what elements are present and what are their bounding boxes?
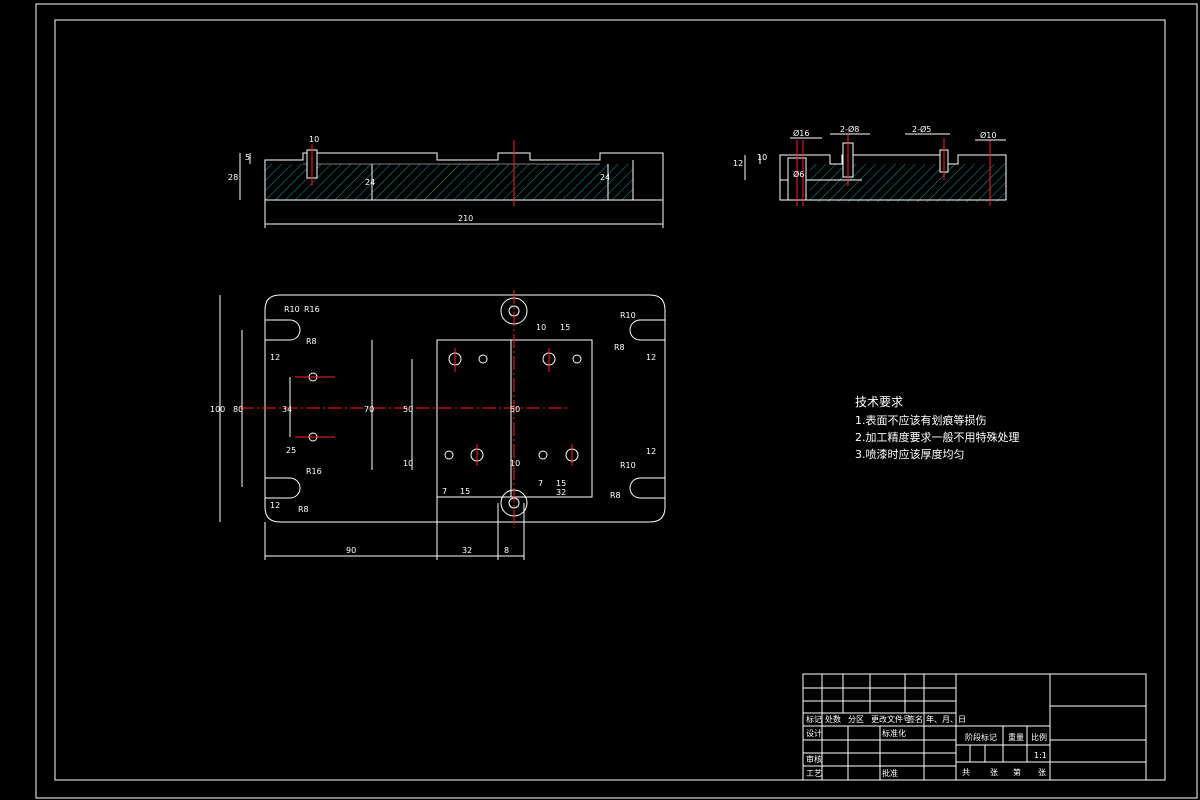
outer-border [35, 3, 1198, 799]
title-block-label: 批准 [882, 768, 898, 778]
side-section-view [744, 133, 1007, 206]
dim-text: 10 [536, 323, 546, 332]
dim-text: 80 [233, 405, 243, 414]
dim-text: R8 [614, 343, 625, 352]
title-block-label: 重量 [1008, 732, 1024, 742]
title-block-label: 处数 [825, 714, 841, 724]
dim-text: 70 [364, 405, 374, 414]
dim-text: 32 [556, 488, 566, 497]
dim-text: 210 [458, 214, 473, 223]
title-block-label: 标记 [806, 714, 822, 724]
dim-text: 2-Ø5 [912, 124, 931, 134]
title-block-label: 年、月、日 [926, 714, 966, 724]
title-block-label: 第 [1013, 767, 1021, 777]
title-block-value: 1:1 [1034, 751, 1047, 760]
plan-centerlines [240, 290, 573, 528]
title-block-label: 签名 [907, 714, 923, 724]
plan-view [219, 294, 666, 560]
dim-text: 15 [556, 479, 566, 488]
dim-text: 12 [270, 353, 280, 362]
tech-req-item: 1.表面不应该有划痕等损伤 [855, 413, 987, 427]
tech-req-title: 技术要求 [855, 395, 903, 409]
dim-text: 24 [365, 178, 375, 187]
dim-text: 2-Ø8 [840, 124, 859, 134]
dim-text: R10 [620, 311, 636, 320]
dim-text: R10 [284, 305, 300, 314]
dim-text: 15 [560, 323, 570, 332]
dim-text: 12 [646, 353, 656, 362]
dim-text: 7 [442, 487, 447, 496]
dim-text: Ø10 [980, 130, 996, 140]
dim-text: Ø16 [793, 128, 809, 138]
front-section-view [239, 140, 664, 228]
title-block-label: 标准化 [882, 728, 906, 738]
dim-text: 12 [270, 501, 280, 510]
dim-text: 50 [403, 405, 413, 414]
dim-text: 15 [460, 487, 470, 496]
title-block-grid [802, 673, 1147, 781]
dim-text: 34 [282, 405, 292, 414]
dim-text: 28 [228, 173, 238, 182]
dim-text: R16 [304, 305, 320, 314]
dim-text: 90 [346, 546, 356, 555]
title-block-label: 比例 [1031, 732, 1047, 742]
title-block-label: 工艺 [806, 769, 822, 778]
title-block-label: 张 [990, 768, 998, 777]
dim-text: R8 [610, 491, 621, 500]
title-block-label: 共 [962, 768, 970, 777]
dim-text: R8 [306, 337, 317, 346]
dim-text: 7 [538, 479, 543, 488]
dim-text: 8 [504, 546, 509, 555]
dim-text: 10 [309, 135, 319, 144]
dim-text: 12 [733, 159, 743, 168]
dim-text: 10 [757, 153, 767, 162]
title-block-label: 张 [1038, 768, 1046, 777]
dim-text: 32 [462, 546, 472, 555]
inner-border [54, 19, 1166, 781]
title-block-label: 分区 [848, 715, 864, 724]
dim-text: Ø6 [793, 169, 804, 179]
dim-text: 24 [600, 173, 610, 182]
dim-text: 5 [245, 153, 250, 162]
dim-text: R8 [298, 505, 309, 514]
dim-text: 12 [646, 447, 656, 456]
title-block-label: 审核 [806, 754, 822, 764]
title-block-label: 设计 [806, 728, 822, 738]
dim-text: 25 [286, 446, 296, 455]
dim-text: 10 [510, 459, 520, 468]
tech-req-item: 2.加工精度要求一般不用特殊处理 [855, 430, 1020, 444]
dim-text: R10 [620, 461, 636, 470]
dim-text: 50 [510, 405, 520, 414]
dim-text: 10 [403, 459, 413, 468]
dim-text: R16 [306, 467, 322, 476]
title-block-label: 更改文件号 [871, 714, 911, 724]
title-block-label: 阶段标记 [965, 732, 997, 742]
tech-req-item: 3.喷漆时应该厚度均匀 [855, 447, 965, 461]
dim-text: 100 [210, 405, 225, 414]
